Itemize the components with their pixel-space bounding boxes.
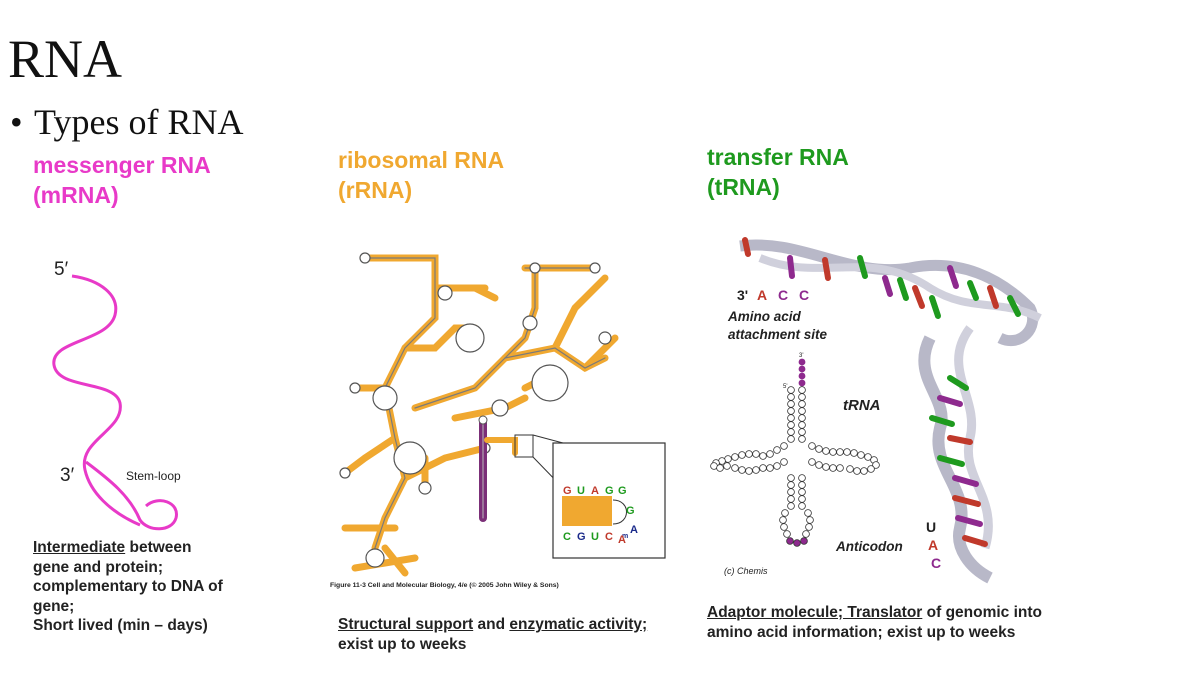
inset-bottom-1: C bbox=[563, 531, 571, 543]
trna-3prime-label: 3' bbox=[737, 287, 748, 303]
rrna-desc-underlined1: Structural support bbox=[338, 616, 474, 633]
mrna-desc-underlined: Intermediate bbox=[33, 539, 126, 556]
inset-bottom-4: C bbox=[605, 531, 613, 543]
trna-3d-ribbon bbox=[739, 237, 1042, 584]
mrna-diagram: 5′ 3′ Stem-loop bbox=[52, 259, 181, 531]
mrna-heading: messenger RNA (mRNA) bbox=[33, 150, 211, 210]
trna-credit: (c) Chemis bbox=[724, 566, 768, 576]
mrna-desc-line5: Short lived (min – days) bbox=[33, 617, 208, 634]
rrna-figure-caption: Figure 11-3 Cell and Molecular Biology, … bbox=[330, 581, 559, 589]
trna-small-5prime: 5' bbox=[783, 384, 787, 390]
mrna-stem-loop bbox=[85, 460, 178, 531]
slide-title: RNA bbox=[8, 29, 123, 89]
rrna-heading: ribosomal RNA (rRNA) bbox=[338, 145, 504, 205]
bullet-dot-icon: • bbox=[10, 102, 23, 142]
mrna-desc-line3: complementary to DNA of bbox=[33, 578, 223, 595]
trna-anticodon-u: U bbox=[926, 519, 936, 535]
mrna-description: Intermediate between gene and protein; c… bbox=[33, 538, 223, 636]
trna-acc-c2: C bbox=[799, 287, 809, 303]
inset-top-5: G bbox=[618, 485, 627, 497]
rrna-diagram: G U A G G G A m C G U C A Figure 11-3 Ce… bbox=[330, 252, 666, 589]
trna-desc-underlined1: Adaptor molecule; Translator bbox=[707, 604, 923, 621]
trna-small-3prime: 3' bbox=[799, 353, 803, 359]
bullet-types-of-rna: • Types of RNA bbox=[10, 104, 243, 140]
trna-heading-line1: transfer RNA bbox=[707, 144, 849, 170]
trna-center-label: tRNA bbox=[843, 397, 881, 414]
trna-description: Adaptor molecule; Translator of genomic … bbox=[707, 603, 1042, 642]
rrna-secondary-structure bbox=[339, 252, 619, 577]
trna-anticodon-label: Anticodon bbox=[835, 539, 903, 554]
mrna-desc-line4: gene; bbox=[33, 597, 75, 615]
mrna-stem-loop-label: Stem-loop bbox=[126, 469, 181, 483]
trna-acc-c1: C bbox=[778, 287, 788, 303]
inset-top-3: A bbox=[591, 485, 599, 497]
rrna-desc-middle: and bbox=[473, 616, 510, 633]
trna-cloverleaf: 3' 5' bbox=[710, 353, 880, 547]
rrna-description: Structural support and enzymatic activit… bbox=[338, 615, 647, 654]
trna-desc-line1-rest: of genomic into bbox=[922, 604, 1043, 621]
inset-loop-g: G bbox=[626, 505, 635, 517]
mrna-5prime-label: 5′ bbox=[54, 259, 69, 280]
mrna-heading-line1: messenger RNA bbox=[33, 152, 211, 178]
inset-bottom-2: G bbox=[577, 531, 586, 543]
mrna-desc-line2: gene and protein; bbox=[33, 558, 164, 576]
inset-top-4: G bbox=[605, 485, 614, 497]
trna-anticodon-c: C bbox=[931, 555, 941, 571]
trna-amino-line2: attachment site bbox=[728, 327, 828, 342]
trna-anticodon-a: A bbox=[928, 537, 938, 553]
inset-loop-a: A bbox=[630, 524, 638, 536]
inset-top-1: G bbox=[563, 485, 572, 497]
mrna-desc-line1-rest: between bbox=[125, 539, 192, 556]
rrna-heading-line1: ribosomal RNA bbox=[338, 147, 505, 173]
inset-top-2: U bbox=[577, 485, 585, 497]
mrna-heading-line2: (mRNA) bbox=[33, 182, 119, 208]
rrna-inset: G U A G G G A m C G U C A bbox=[552, 442, 666, 559]
bullet-text: Types of RNA bbox=[34, 102, 244, 142]
trna-heading-line2: (tRNA) bbox=[707, 174, 780, 200]
trna-amino-line1: Amino acid bbox=[727, 309, 802, 324]
trna-heading: transfer RNA (tRNA) bbox=[707, 142, 849, 202]
mrna-3prime-label: 3′ bbox=[60, 465, 75, 486]
inset-bottom-5: A bbox=[618, 534, 626, 546]
inset-m: m bbox=[622, 533, 628, 540]
trna-diagram: 3' A C C Amino acid attachment site tRNA… bbox=[710, 237, 1042, 584]
rrna-desc-underlined2: enzymatic activity; bbox=[509, 616, 648, 633]
trna-desc-line2: amino acid information; exist up to week… bbox=[707, 623, 1016, 641]
mrna-strand bbox=[52, 274, 141, 527]
rrna-heading-line2: (rRNA) bbox=[338, 177, 413, 203]
trna-acc-a: A bbox=[757, 287, 767, 303]
rrna-desc-line2: exist up to weeks bbox=[338, 635, 467, 653]
inset-bottom-3: U bbox=[591, 531, 599, 543]
